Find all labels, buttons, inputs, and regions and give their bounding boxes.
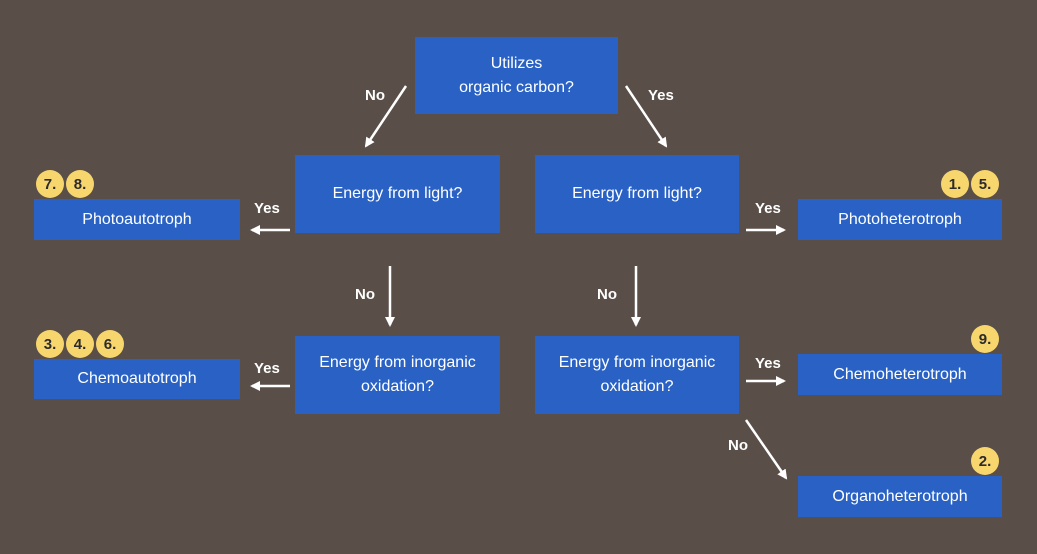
arrow-organic-no bbox=[364, 85, 408, 148]
edge-label-light-right-yes: Yes bbox=[755, 200, 781, 217]
node-utilizes-organic-carbon: Utilizes organic carbon? bbox=[415, 37, 618, 114]
edge-label-light-left-no: No bbox=[355, 286, 375, 303]
node-photoautotroph: Photoautotroph bbox=[34, 199, 240, 240]
badge-chemoautotroph-1: 3. bbox=[36, 330, 64, 358]
badge-photoheterotroph-1: 1. bbox=[941, 170, 969, 198]
node-photoheterotroph: Photoheterotroph bbox=[798, 199, 1002, 240]
edge-label-inorg-left-yes: Yes bbox=[254, 360, 280, 377]
badge-chemoautotroph-3: 6. bbox=[96, 330, 124, 358]
arrow-inorg-right-no bbox=[744, 419, 788, 480]
node-organoheterotroph: Organoheterotroph bbox=[798, 476, 1002, 517]
node-chemoheterotroph: Chemoheterotroph bbox=[798, 354, 1002, 395]
badge-chemoheterotroph-1: 9. bbox=[971, 325, 999, 353]
arrow-organic-yes bbox=[624, 85, 668, 148]
badge-photoheterotroph-2: 5. bbox=[971, 170, 999, 198]
badge-chemoautotroph-2: 4. bbox=[66, 330, 94, 358]
node-energy-from-light-left: Energy from light? bbox=[295, 155, 500, 233]
badge-organoheterotroph-1: 2. bbox=[971, 447, 999, 475]
edge-label-organic-yes: Yes bbox=[648, 87, 674, 104]
badge-photoautotroph-1: 7. bbox=[36, 170, 64, 198]
edge-label-light-left-yes: Yes bbox=[254, 200, 280, 217]
node-energy-from-light-right: Energy from light? bbox=[535, 155, 739, 233]
edge-label-inorg-right-yes: Yes bbox=[755, 355, 781, 372]
node-energy-from-inorganic-right: Energy from inorganic oxidation? bbox=[535, 336, 739, 414]
badge-photoautotroph-2: 8. bbox=[66, 170, 94, 198]
edge-label-light-right-no: No bbox=[597, 286, 617, 303]
node-energy-from-inorganic-left: Energy from inorganic oxidation? bbox=[295, 336, 500, 414]
node-chemoautotroph: Chemoautotroph bbox=[34, 359, 240, 399]
edge-label-organic-no: No bbox=[365, 87, 385, 104]
edge-label-inorg-right-no: No bbox=[728, 437, 748, 454]
